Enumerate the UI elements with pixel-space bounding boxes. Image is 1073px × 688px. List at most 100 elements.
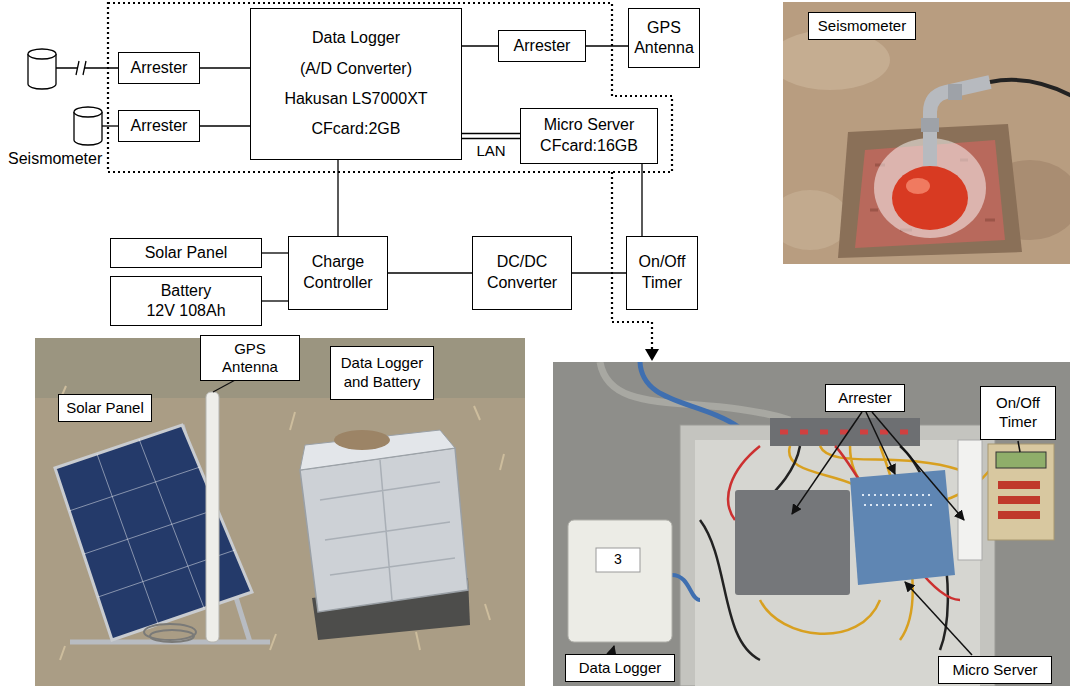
photo-callout: Solar Panel bbox=[58, 394, 152, 422]
pipe-joint bbox=[948, 84, 962, 100]
charge-controller-box: Charge Controller bbox=[288, 236, 388, 310]
text-group: Data Logger bbox=[570, 659, 670, 677]
link-label: LAN bbox=[475, 142, 508, 159]
gps-pole bbox=[206, 392, 219, 642]
connector-line bbox=[586, 45, 628, 46]
box-text: Micro Server bbox=[943, 661, 1047, 679]
box-text: CFcard:16GB bbox=[525, 136, 653, 157]
arrester-box: Arrester bbox=[118, 110, 200, 142]
box-text: GPS Antenna bbox=[633, 18, 695, 58]
seismometer-symbol bbox=[28, 49, 56, 59]
text-group: Arrester bbox=[123, 116, 195, 136]
server-box: Micro ServerCFcard:16GB bbox=[520, 108, 658, 164]
box-text: Battery bbox=[115, 281, 257, 301]
leader-line bbox=[905, 582, 972, 655]
text-group: Arrester bbox=[503, 36, 581, 56]
timer-batteries bbox=[998, 485, 1040, 515]
photo-callout: Arrester bbox=[825, 384, 905, 412]
text-group: On/Off Timer bbox=[985, 394, 1051, 432]
lan-link bbox=[462, 134, 520, 139]
solar-panel-box: Solar Panel bbox=[110, 238, 262, 268]
connector bbox=[642, 164, 643, 236]
connector-line bbox=[337, 160, 338, 236]
solar-panel bbox=[55, 425, 252, 640]
arrester-unit bbox=[735, 490, 850, 595]
leader-line bbox=[1018, 441, 1020, 452]
battery-box: Battery12V 108Ah bbox=[110, 276, 262, 326]
stone bbox=[334, 430, 390, 450]
part-name: Seismometer bbox=[8, 150, 102, 168]
text-group: Data Logger and Battery bbox=[335, 354, 429, 392]
seismometer-symbol bbox=[74, 107, 102, 117]
text-group: DC/DC Converter bbox=[477, 252, 567, 294]
connector-line bbox=[262, 252, 288, 253]
connector-line bbox=[462, 133, 520, 134]
connector bbox=[586, 46, 628, 47]
box-text: Arrester bbox=[123, 58, 195, 78]
enclosure bbox=[680, 425, 995, 686]
data-logger-unit bbox=[568, 520, 672, 642]
connector-line bbox=[462, 138, 520, 139]
server-leds bbox=[862, 495, 934, 505]
cable bbox=[600, 362, 790, 420]
box-text: Solar Panel bbox=[115, 243, 257, 263]
text-group: Arrester bbox=[123, 58, 195, 78]
leader-line bbox=[872, 412, 964, 520]
box-text: Charge Controller bbox=[293, 252, 383, 294]
timer-box: On/Off Timer bbox=[626, 236, 698, 310]
connector-line bbox=[462, 45, 498, 46]
photo-callout: Data Logger and Battery bbox=[330, 346, 434, 400]
silver-cover bbox=[300, 448, 468, 612]
pipe-joint bbox=[921, 118, 939, 132]
text-group: On/Off Timer bbox=[631, 252, 693, 294]
enclosure-photo bbox=[553, 362, 1070, 686]
box-text: Arrester bbox=[123, 116, 195, 136]
box-text: CFcard:2GB bbox=[255, 114, 457, 144]
connector bbox=[200, 126, 250, 127]
photo-callout: Micro Server bbox=[938, 656, 1052, 684]
connector bbox=[572, 273, 626, 274]
timer-display bbox=[996, 452, 1046, 468]
gps-antenna-box: GPS Antenna bbox=[628, 8, 700, 68]
photo-callout: GPS Antenna bbox=[200, 335, 300, 381]
connector bbox=[262, 253, 288, 254]
photo-callout: Seismometer bbox=[808, 12, 916, 40]
box-text: GPS Antenna bbox=[205, 340, 295, 376]
connector-line bbox=[200, 67, 250, 68]
table bbox=[553, 362, 1070, 686]
highlight bbox=[906, 178, 930, 194]
connector bbox=[462, 46, 498, 47]
box-text: Data Logger bbox=[570, 659, 670, 677]
box-text: On/Off Timer bbox=[985, 394, 1051, 432]
connector-line bbox=[388, 272, 472, 273]
connector-line bbox=[262, 300, 288, 301]
connector bbox=[200, 68, 250, 69]
cable bbox=[640, 362, 740, 428]
wire bbox=[728, 446, 960, 600]
text-group: Seismometer bbox=[813, 17, 911, 35]
text-group: Micro Server bbox=[943, 661, 1047, 679]
text-group: Battery12V 108Ah bbox=[115, 281, 257, 321]
break-mark bbox=[76, 61, 86, 75]
arrester-box: Arrester bbox=[498, 30, 586, 62]
photo-callout: On/Off Timer bbox=[980, 386, 1056, 440]
box-text: Arrester bbox=[830, 389, 900, 407]
text-group: Solar Panel bbox=[63, 399, 147, 417]
box-text: Hakusan LS7000XT bbox=[255, 84, 457, 114]
pointer-head bbox=[645, 349, 659, 361]
text-group: Charge Controller bbox=[293, 252, 383, 294]
box-text: Seismometer bbox=[813, 17, 911, 35]
box-text: 12V 108Ah bbox=[115, 301, 257, 321]
box-text: (A/D Converter) bbox=[255, 54, 457, 84]
connector bbox=[262, 301, 288, 302]
enclosure-inner bbox=[695, 440, 980, 686]
timer-board bbox=[988, 444, 1054, 540]
text-group: Arrester bbox=[830, 389, 900, 407]
box-text: Data Logger and Battery bbox=[335, 354, 429, 392]
box-text: Solar Panel bbox=[63, 399, 147, 417]
converter-box: DC/DC Converter bbox=[472, 236, 572, 310]
text-group: Data Logger(A/D Converter)Hakusan LS7000… bbox=[255, 23, 457, 145]
